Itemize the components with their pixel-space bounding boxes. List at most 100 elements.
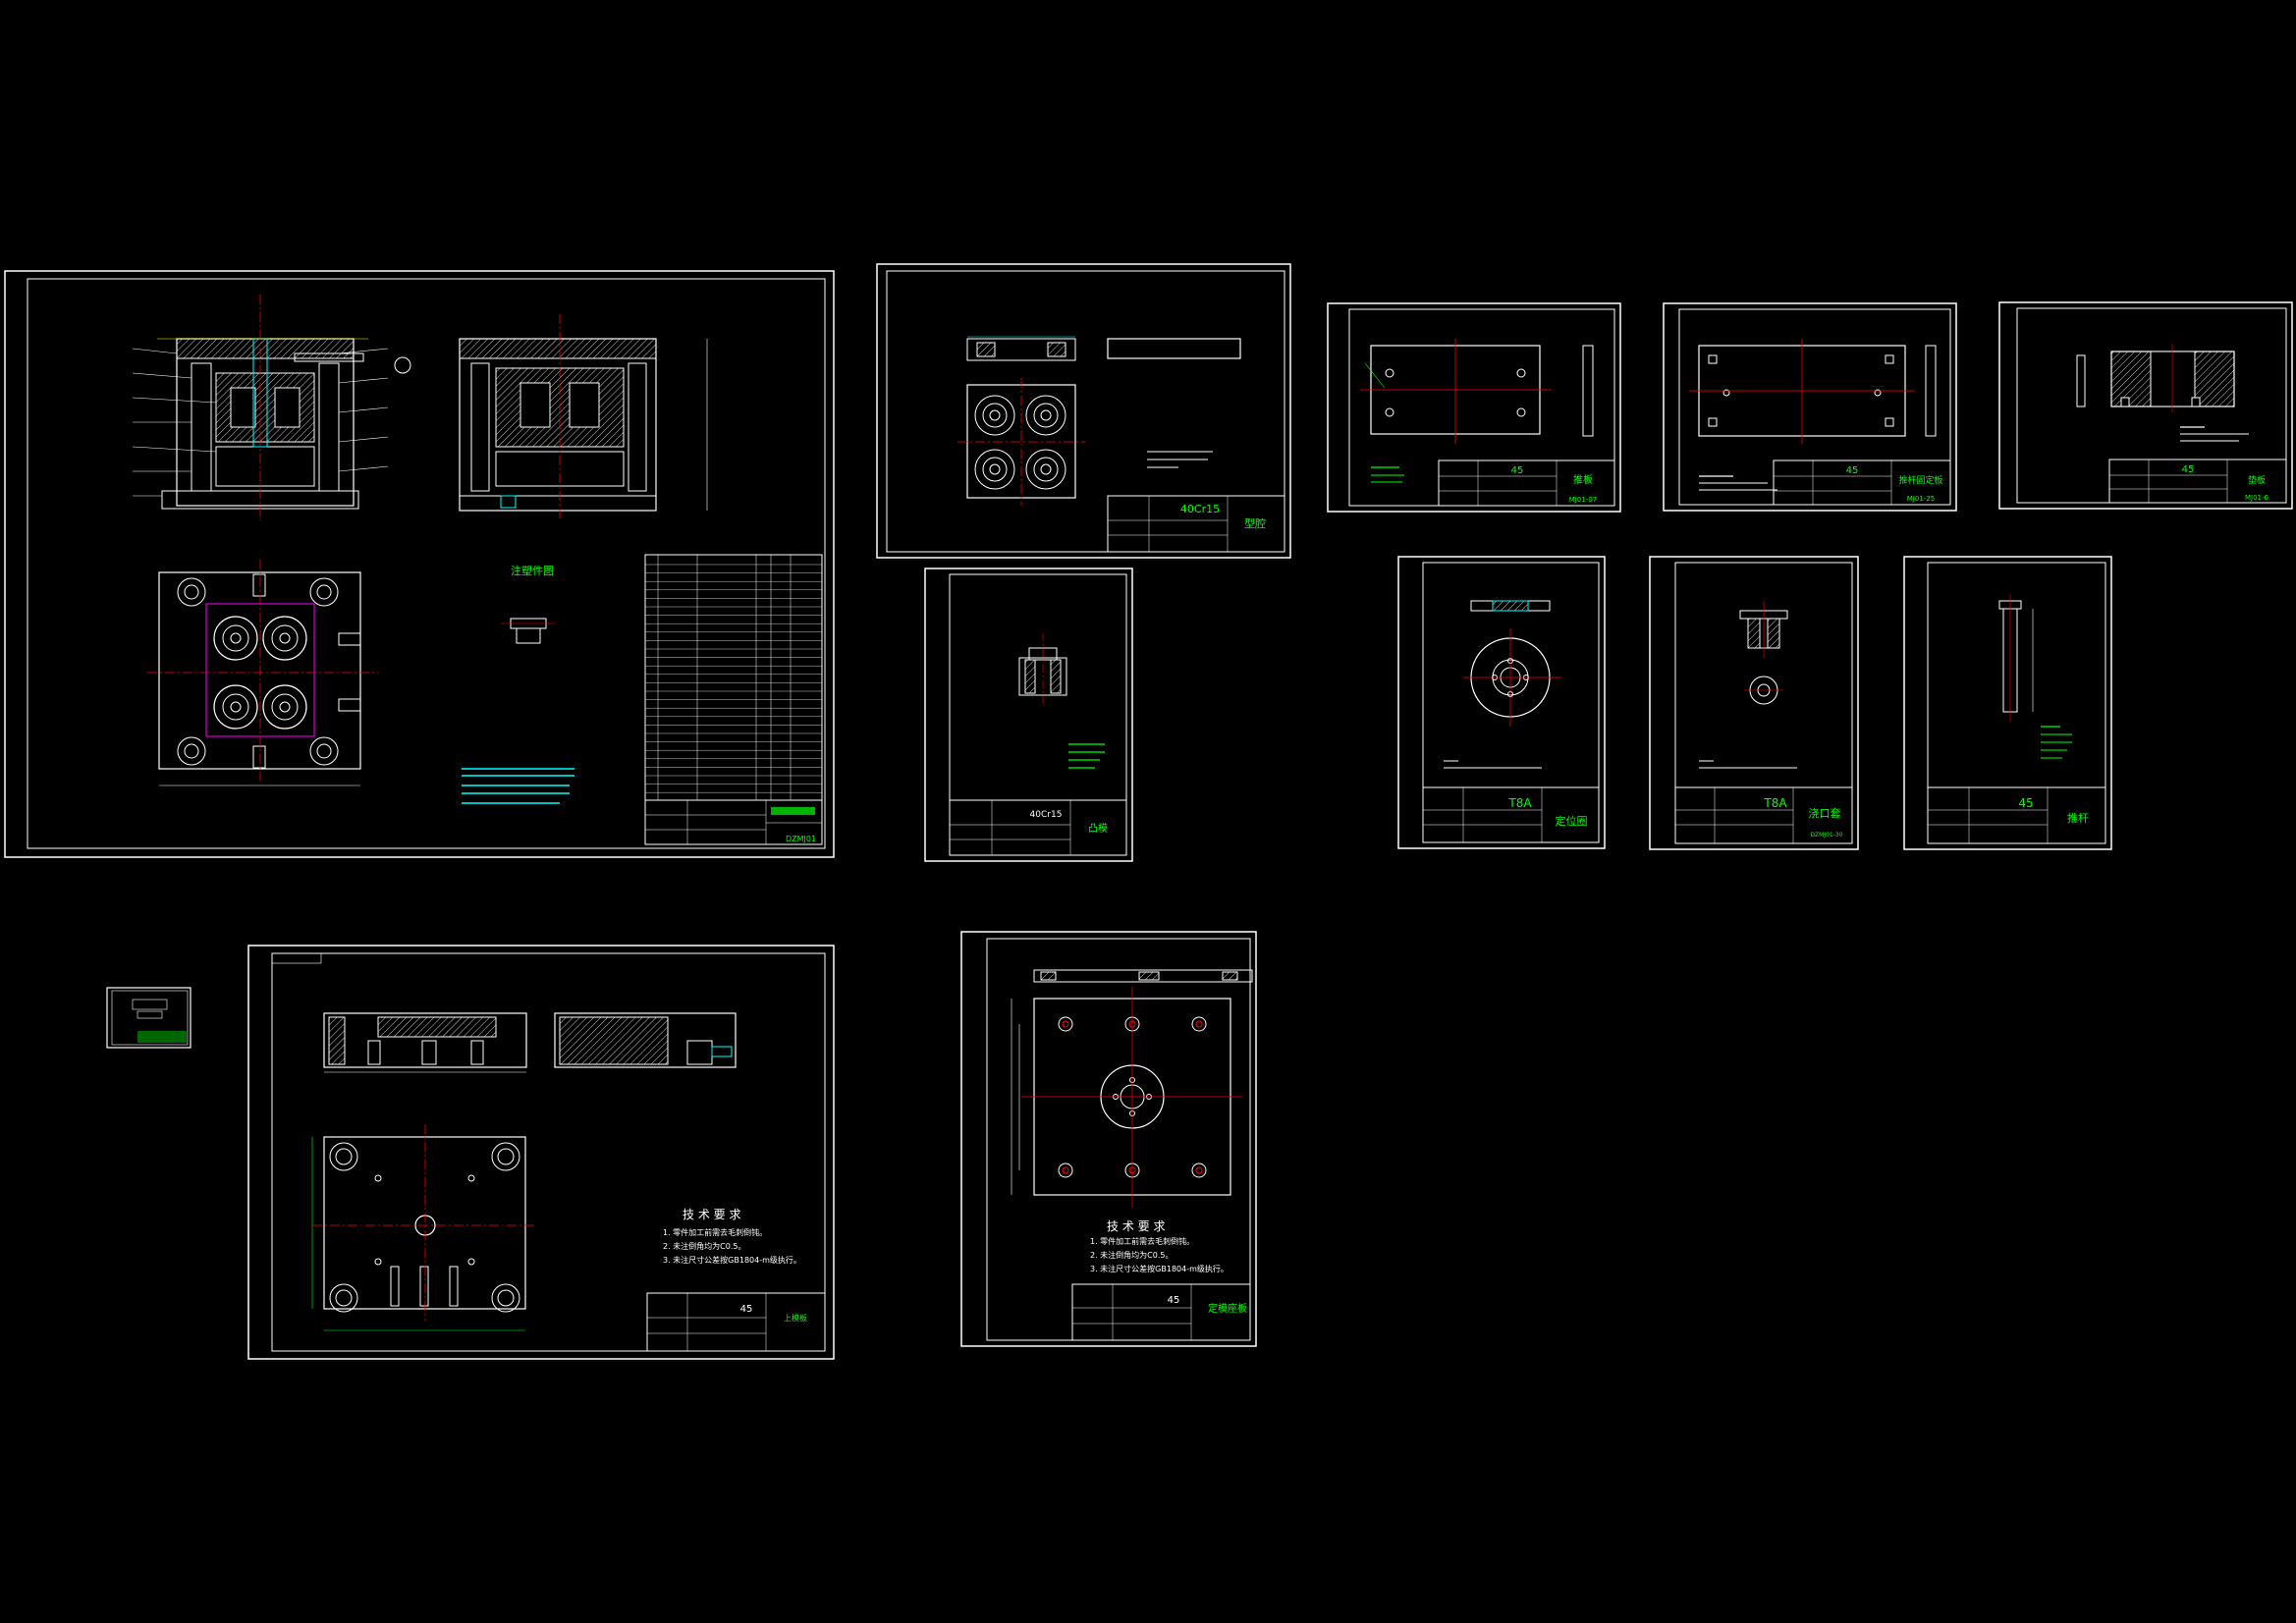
title-block: DZMJ01 <box>644 799 823 845</box>
upper-plate-section-view <box>323 1012 737 1073</box>
parts-list-table <box>644 554 823 801</box>
part-name-label: 推杆 <box>2067 811 2089 825</box>
sheet-ejector-fix-plate[interactable]: 45 推杆固定板 MJ01-25 <box>1663 302 1957 512</box>
sheet-outer-border <box>247 945 835 1360</box>
material-label: T8A <box>1763 796 1787 810</box>
drawing-number: MJ01-25 <box>1907 495 1935 503</box>
material-label: 45 <box>1511 465 1524 476</box>
title-block: 40Cr15 型腔 <box>1107 495 1285 553</box>
sheet-inner-border <box>27 278 826 849</box>
title-block: 45 推杆固定板 MJ01-25 <box>1773 460 1951 506</box>
material-label: 45 <box>2182 464 2195 475</box>
sheet-cavity[interactable]: 40Cr15 型腔 <box>876 263 1291 559</box>
sheet-outer-border <box>106 987 191 1049</box>
tech-req-line-3: 3. 未注尺寸公差按GB1804-m级执行。 <box>663 1255 801 1265</box>
sheet-inner-border <box>271 952 826 1352</box>
sheet-inner-border <box>111 990 189 1046</box>
sheet-outer-border <box>1663 302 1957 512</box>
sheet-thumbnail[interactable] <box>106 987 191 1049</box>
tech-req-line-1: 1. 零件加工前需去毛刺倒钝。 <box>1090 1236 1194 1246</box>
part-name-label: 凸模 <box>1088 823 1108 835</box>
core-notes <box>1068 743 1105 769</box>
sheet-push-plate[interactable]: 45 推板 MJ01-07 <box>1327 302 1621 513</box>
drawing-number: MJ01-07 <box>1569 496 1597 504</box>
title-block: 45 上模板 <box>646 1292 826 1352</box>
fix-plate-notes <box>1699 475 1777 491</box>
cavity-notes <box>1147 451 1213 468</box>
tech-req-title: 技 术 要 求 <box>683 1208 740 1221</box>
sheet-outer-border <box>1903 556 2112 850</box>
material-label: 45 <box>740 1304 753 1315</box>
sheet-ejector-pin[interactable]: 45 推杆 <box>1903 556 2112 850</box>
technical-notes-lines <box>462 768 574 804</box>
technical-requirements: 技 术 要 求 1. 零件加工前需去毛刺倒钝。 2. 未注倒角均为C0.5。 3… <box>1090 1219 1229 1273</box>
sheet-sprue-bush[interactable]: T8A 浇口套 DZMJ01-30 <box>1649 556 1859 850</box>
tech-req-line-2: 2. 未注倒角均为C0.5。 <box>663 1241 745 1251</box>
material-label: 45 <box>2018 796 2033 810</box>
sheet-core[interactable]: 40Cr15 凸模 <box>924 568 1133 862</box>
part-name-label: 推杆固定板 <box>1898 474 1942 486</box>
material-label: 45 <box>1846 465 1859 476</box>
part-name-label: 垫板 <box>2248 474 2266 486</box>
part-name-label: 型腔 <box>1244 516 1266 530</box>
push-plate-notes <box>1371 466 1404 483</box>
sheet-outer-border <box>4 270 835 858</box>
upper-plate-plan-view <box>311 1124 535 1331</box>
part-name-label: 推板 <box>1573 473 1593 486</box>
sheet-outer-border <box>1397 556 1606 849</box>
fixed-plate-section-view <box>1033 969 1253 983</box>
locating-ring-view <box>1463 600 1561 727</box>
sheet-outer-border <box>1649 556 1859 850</box>
material-label: T8A <box>1507 796 1532 810</box>
sheet-inner-border <box>886 270 1285 553</box>
title-block: 40Cr15 凸模 <box>949 799 1127 856</box>
title-block: 45 推杆 <box>1927 786 2106 844</box>
drawing-number: DZMJ01-30 <box>1810 832 1842 839</box>
injection-part-view <box>501 618 555 644</box>
material-label: 40Cr15 <box>1180 503 1220 515</box>
sheet-locating-ring[interactable]: T8A 定位圈 <box>1397 556 1606 849</box>
fixed-plate-plan-view <box>1011 987 1242 1208</box>
view-caption: 注塑件图 <box>511 564 554 577</box>
tech-req-line-3: 3. 未注尺寸公差按GB1804-m级执行。 <box>1090 1264 1229 1273</box>
title-block: 45 垫板 MJ01-6 <box>2108 459 2287 504</box>
drawing-number: MJ01-6 <box>2245 494 2269 502</box>
tech-req-line-2: 2. 未注倒角均为C0.5。 <box>1090 1250 1173 1260</box>
title-block: T8A 浇口套 DZMJ01-30 <box>1674 786 1853 844</box>
title-block: 45 定模座板 <box>1071 1283 1251 1341</box>
part-name-label: 上模板 <box>784 1313 807 1323</box>
assembly-section-view <box>132 295 411 520</box>
sheet-outer-border <box>876 263 1291 559</box>
assembly-side-view <box>459 314 708 520</box>
part-name-label: 浇口套 <box>1809 807 1841 820</box>
fix-plate-view <box>1689 339 1937 444</box>
sprue-bush-notes <box>1699 760 1797 769</box>
push-plate-view <box>1360 339 1594 444</box>
sheet-pad-plate[interactable]: 45 垫板 MJ01-6 <box>1998 301 2293 510</box>
title-block: T8A 定位圈 <box>1422 786 1600 843</box>
drawing-number: DZMJ01 <box>786 835 816 843</box>
material-label: 45 <box>1168 1295 1180 1306</box>
pad-plate-notes <box>2180 426 2249 442</box>
core-view <box>1018 633 1067 707</box>
sheet-outer-border <box>1998 301 2293 510</box>
material-label: 40Cr15 <box>1030 810 1063 820</box>
pad-plate-view <box>2076 344 2235 412</box>
cavity-section-view <box>966 336 1241 361</box>
sprue-bush-view <box>1739 601 1788 705</box>
sheet-outer-border <box>1327 302 1621 513</box>
title-block: 45 推板 MJ01-07 <box>1438 460 1615 507</box>
ejector-pin-view <box>1998 594 2034 722</box>
sheet-outer-border <box>960 931 1257 1347</box>
part-name-label: 定位圈 <box>1556 814 1588 828</box>
sheet-upper-plate[interactable]: 技 术 要 求 1. 零件加工前需去毛刺倒钝。 2. 未注倒角均为C0.5。 3… <box>247 945 835 1360</box>
tech-req-title: 技 术 要 求 <box>1107 1219 1165 1233</box>
assembly-plan-view <box>147 560 378 786</box>
ejector-pin-notes <box>2041 726 2072 759</box>
sheet-outer-border <box>924 568 1133 862</box>
sheet-assembly[interactable]: 注塑件图 <box>4 270 835 858</box>
technical-requirements: 技 术 要 求 1. 零件加工前需去毛刺倒钝。 2. 未注倒角均为C0.5。 3… <box>663 1208 801 1265</box>
sheet-fixed-plate[interactable]: 技 术 要 求 1. 零件加工前需去毛刺倒钝。 2. 未注倒角均为C0.5。 3… <box>960 931 1257 1347</box>
locating-ring-notes <box>1444 760 1542 769</box>
